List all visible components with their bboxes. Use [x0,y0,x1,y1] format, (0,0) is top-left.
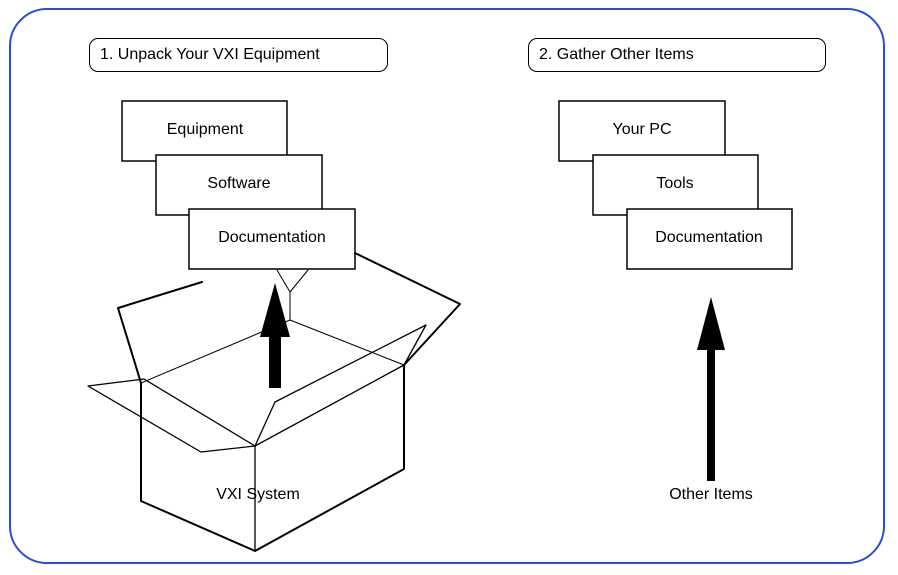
tools-label: Tools [656,175,694,192]
equipment-label: Equipment [166,121,244,138]
right-box-stack [558,100,793,270]
gather-arrow-icon [697,297,725,481]
your-pc-label: Your PC [612,121,672,138]
step-2-label: 2. Gather Other Items [528,38,826,72]
software-label: Software [207,175,271,192]
step-1-label: 1. Unpack Your VXI Equipment [89,38,388,72]
other-items-label: Other Items [669,486,753,503]
box-front-left-flap [87,378,256,453]
right-documentation-label: Documentation [655,229,763,246]
box-string-right [289,269,309,293]
left-documentation-label: Documentation [218,229,326,246]
left-documentation-box [188,208,356,270]
vxi-system-label: VXI System [216,486,300,503]
right-documentation-box [626,208,793,270]
left-box-stack [121,100,356,270]
box-body [140,364,405,552]
box-front-right-flap [254,324,427,447]
box-string-left [276,269,291,293]
box-left-flap [117,281,203,384]
left-software-box [155,154,323,216]
box-back-right-flap [354,252,461,366]
vxi-shipping-box [87,252,461,552]
right-pc-box [558,100,726,162]
unpack-arrow-icon [260,283,290,388]
outer-frame [9,8,885,564]
